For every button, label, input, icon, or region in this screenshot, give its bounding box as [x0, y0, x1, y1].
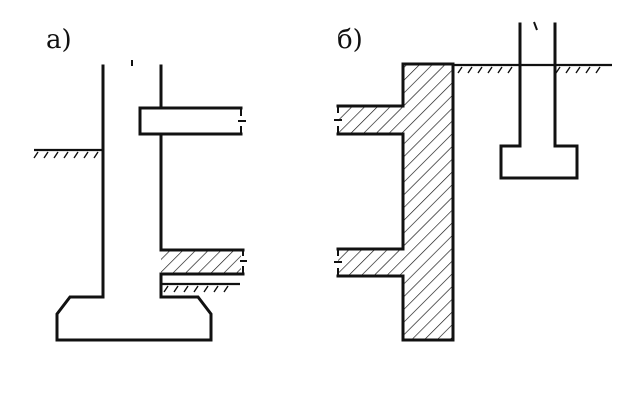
- figure-b-basement-wall: [334, 62, 455, 342]
- figure-a-floor-ground: [161, 282, 240, 293]
- figure-a-footing: [55, 272, 213, 342]
- figure-a-wall: [101, 60, 163, 299]
- figure-a-ground: [33, 148, 103, 159]
- figure-b-ground: [453, 63, 612, 74]
- figure-a-upper-slab: [138, 106, 246, 136]
- figure-b: б): [334, 21, 612, 342]
- figure-b-column-footing: [499, 21, 579, 180]
- figure-a-floor-slab: [159, 248, 247, 276]
- figure-b-label: б): [337, 25, 363, 55]
- figure-a-label: а): [46, 25, 72, 55]
- figure-a: а): [33, 25, 247, 342]
